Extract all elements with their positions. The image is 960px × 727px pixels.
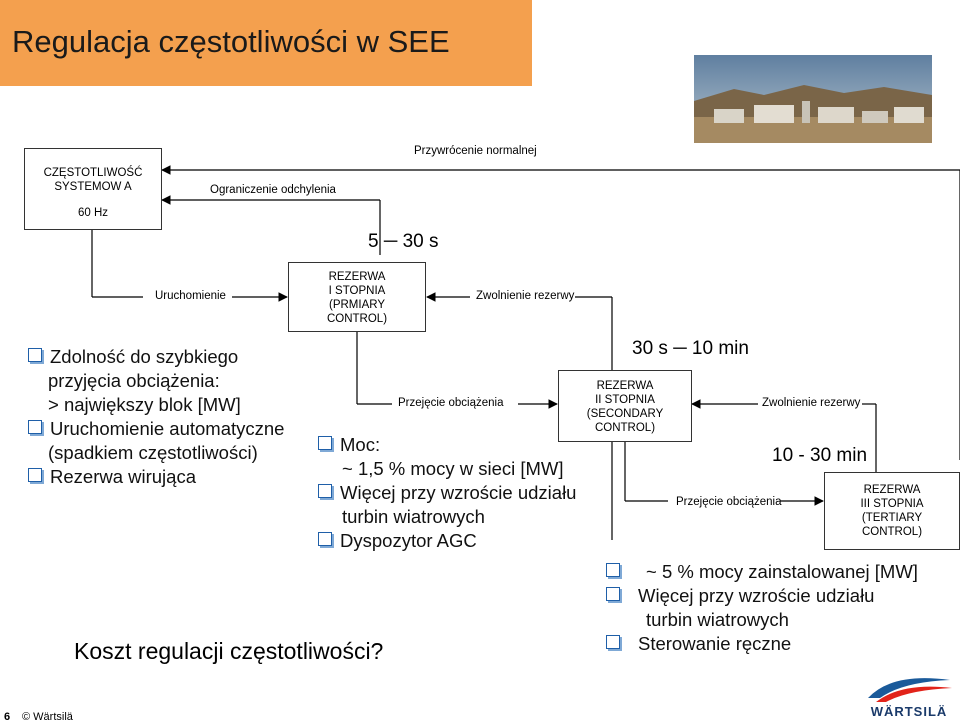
copyright: © Wärtsilä — [22, 711, 73, 723]
tertiary-line-1: REZERWA — [863, 484, 921, 496]
time-label-primary: 5 ─ 30 s — [368, 231, 439, 252]
secondary-line-3: (SECONDARY — [586, 408, 664, 420]
time-label-tertiary: 10 - 30 min — [772, 445, 868, 466]
page-number: 6 — [4, 711, 11, 723]
power-plant-photo — [694, 55, 932, 143]
primary-line-2: I STOPNIA — [328, 285, 386, 297]
list-item: przyjęcia obciążenia: — [48, 370, 220, 391]
checkbox-bullet-icon — [606, 635, 620, 649]
restore-label: Przywrócenie normalnej — [414, 145, 537, 157]
time-label-secondary: 30 s ─ 10 min — [632, 338, 749, 359]
list-item: Sterowanie ręczne — [606, 632, 918, 656]
left-bullet-list: Zdolność do szybkiego przyjęcia obciążen… — [28, 345, 284, 489]
checkbox-bullet-icon — [28, 468, 42, 482]
secondary-line-4: CONTROL) — [594, 422, 656, 434]
logo-text: WÄRTSILÄ — [870, 704, 948, 719]
cost-question: Koszt regulacji częstotliwości? — [74, 638, 384, 664]
wartsila-logo: WÄRTSILÄ — [862, 668, 956, 722]
tertiary-reserve-box: REZERWA III STOPNIA (TERTIARY CONTROL) — [824, 472, 960, 550]
frequency-value: 60 Hz — [77, 207, 109, 219]
secondary-reserve-box: REZERWA II STOPNIA (SECONDARY CONTROL) — [558, 370, 692, 442]
release-reserve-label-2: Zwolnienie rezerwy — [762, 397, 861, 409]
checkbox-bullet-icon — [606, 563, 620, 577]
list-item: Dyspozytor AGC — [318, 529, 576, 553]
list-item: Więcej przy wzroście udziału — [318, 481, 576, 505]
list-item: > największy blok [MW] — [48, 394, 241, 415]
startup-label: Uruchomienie — [155, 290, 226, 302]
secondary-line-1: REZERWA — [596, 380, 654, 392]
tertiary-line-4: CONTROL) — [861, 526, 923, 538]
logo-mark-icon — [868, 678, 952, 702]
list-item: turbin wiatrowych — [646, 609, 789, 630]
list-item: turbin wiatrowych — [342, 506, 485, 527]
limit-label: Ograniczenie odchylenia — [210, 184, 336, 196]
tertiary-line-3: (TERTIARY — [861, 512, 923, 524]
take-load-label-2: Przejęcie obciążenia — [676, 496, 782, 508]
frequency-label-2: SYSTEMOW A — [54, 181, 132, 193]
checkbox-bullet-icon — [606, 587, 620, 601]
list-item: Rezerwa wirująca — [28, 465, 284, 489]
secondary-line-2: II STOPNIA — [595, 394, 655, 406]
checkbox-bullet-icon — [28, 420, 42, 434]
list-item: ~ 1,5 % mocy w sieci [MW] — [342, 458, 564, 479]
page-title: Regulacja częstotliwości w SEE — [12, 24, 450, 59]
primary-line-3: (PRMIARY — [328, 299, 386, 311]
release-reserve-label-1: Zwolnienie rezerwy — [476, 290, 575, 302]
list-item: Moc: — [318, 433, 576, 457]
list-item: Zdolność do szybkiego — [28, 345, 284, 369]
tertiary-line-2: III STOPNIA — [860, 498, 924, 510]
mid-bullet-list: Moc: ~ 1,5 % mocy w sieci [MW] Więcej pr… — [318, 433, 576, 553]
checkbox-bullet-icon — [318, 532, 332, 546]
list-item: ~ 5 % mocy zainstalowanej [MW] — [606, 560, 918, 584]
checkbox-bullet-icon — [28, 348, 42, 362]
primary-line-1: REZERWA — [328, 271, 386, 283]
list-item: Uruchomienie automatyczne — [28, 417, 284, 441]
frequency-label-1: CZĘSTOTLIWOŚĆ — [43, 167, 143, 179]
title-bar — [0, 0, 532, 86]
list-item: Więcej przy wzroście udziału — [606, 584, 918, 608]
take-load-label-1: Przejęcie obciążenia — [398, 397, 504, 409]
list-item: (spadkiem częstotliwości) — [48, 442, 258, 463]
frequency-box: CZĘSTOTLIWOŚĆ SYSTEMOW A 60 Hz — [24, 148, 162, 230]
right-bullet-list: ~ 5 % mocy zainstalowanej [MW] Więcej pr… — [606, 560, 918, 656]
primary-reserve-box: REZERWA I STOPNIA (PRMIARY CONTROL) — [288, 262, 426, 332]
primary-line-4: CONTROL) — [326, 313, 388, 325]
checkbox-bullet-icon — [318, 436, 332, 450]
checkbox-bullet-icon — [318, 484, 332, 498]
